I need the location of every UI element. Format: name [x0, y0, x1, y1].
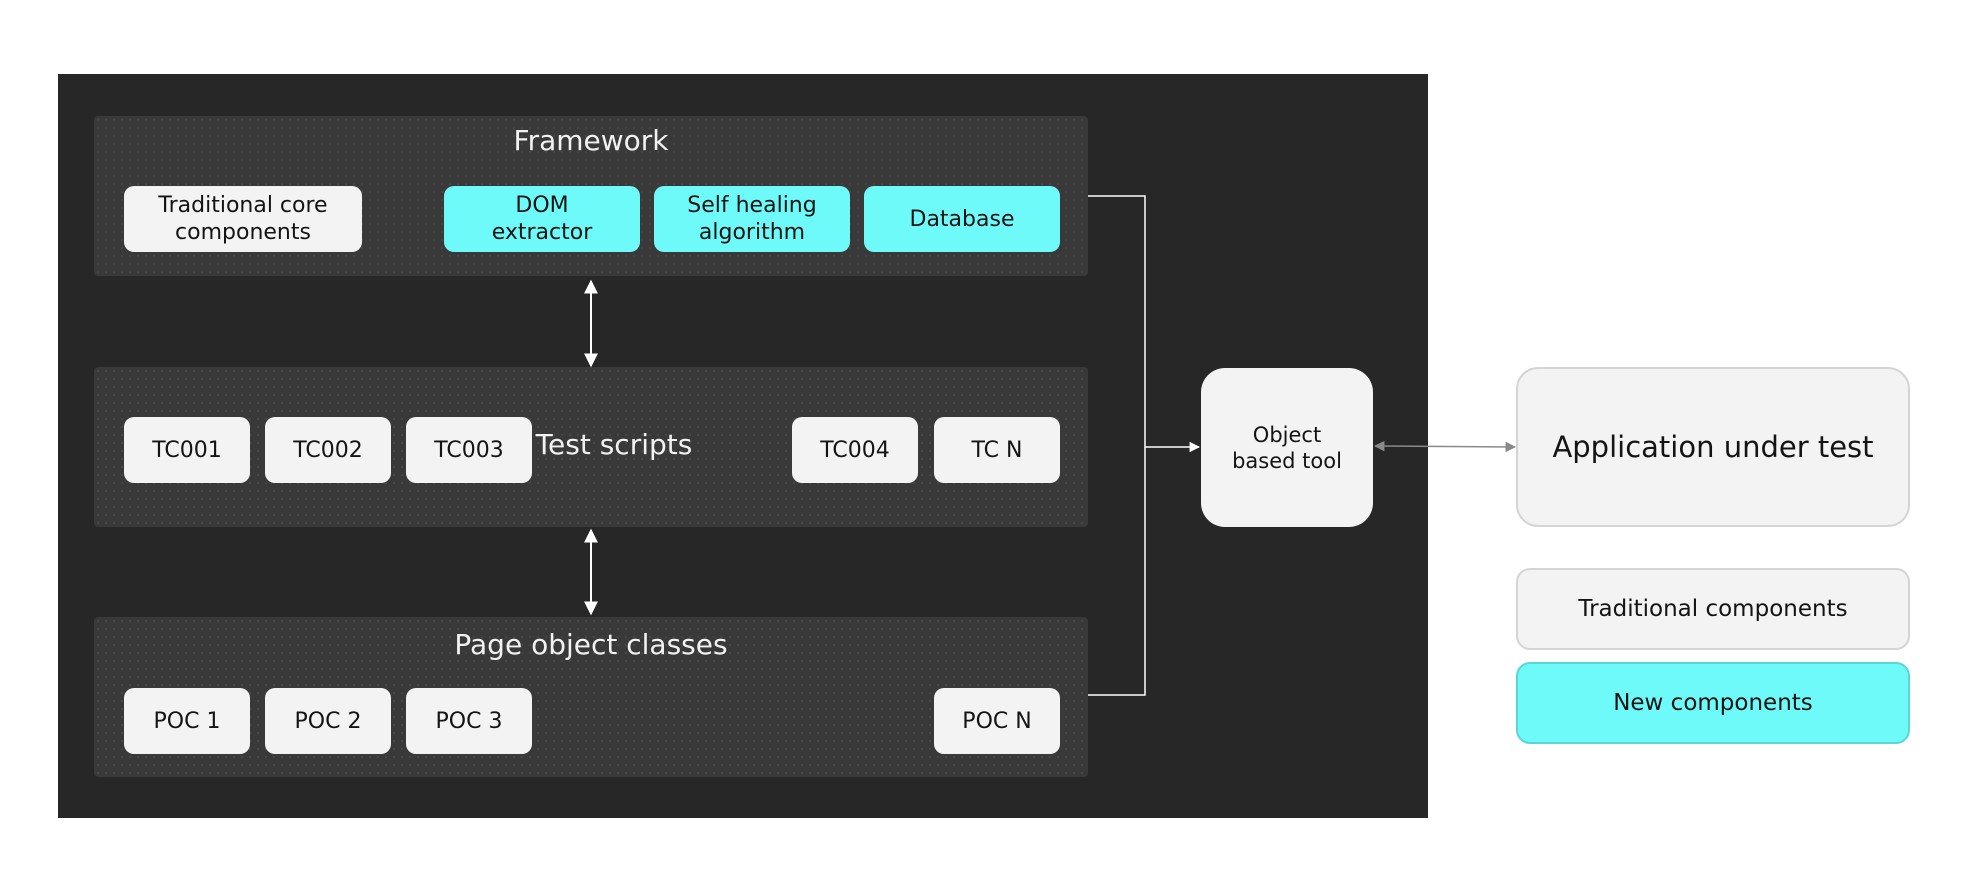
legend-new-components: New components	[1516, 662, 1910, 744]
test-case-label: TC002	[293, 437, 363, 463]
traditional-core-components-label: Traditional core components	[158, 193, 328, 245]
page-object-box: POC 3	[406, 688, 532, 754]
page-object-label: POC N	[962, 708, 1032, 734]
dom-extractor-label: DOM extractor	[491, 193, 593, 245]
application-under-test-label: Application under test	[1552, 430, 1874, 464]
traditional-core-components-box: Traditional core components	[124, 186, 362, 252]
page-object-label: POC 3	[435, 708, 503, 734]
test-case-label: TC003	[434, 437, 504, 463]
test-case-label: TC001	[152, 437, 222, 463]
test-case-label: TC N	[971, 437, 1023, 463]
test-scripts-title: Test scripts	[535, 428, 693, 461]
legend-new-label: New components	[1613, 690, 1813, 716]
page-object-box: POC 1	[124, 688, 250, 754]
object-based-tool-box: Object based tool	[1201, 368, 1373, 527]
test-case-box: TC003	[406, 417, 532, 483]
test-case-box: TC N	[934, 417, 1060, 483]
legend-traditional-components: Traditional components	[1516, 568, 1910, 650]
page-object-classes-panel: Page object classes POC 1 POC 2 POC 3 PO…	[94, 617, 1088, 777]
application-under-test-box: Application under test	[1516, 367, 1910, 527]
legend-traditional-label: Traditional components	[1578, 596, 1848, 622]
tool-application-arrow	[1373, 440, 1517, 453]
page-object-classes-title: Page object classes	[454, 628, 728, 661]
framework-title: Framework	[513, 124, 669, 157]
framework-bracket-line	[1088, 195, 1146, 696]
test-case-box: TC002	[265, 417, 391, 483]
self-healing-algorithm-label: Self healing algorithm	[687, 193, 817, 245]
test-scripts-panel: Test scripts TC001 TC002 TC003 TC004 TC …	[94, 367, 1088, 527]
framework-panel: Framework Traditional core components DO…	[94, 116, 1088, 276]
test-case-box: TC001	[124, 417, 250, 483]
page-object-box: POC N	[934, 688, 1060, 754]
test-case-box: TC004	[792, 417, 918, 483]
test-case-label: TC004	[820, 437, 890, 463]
page-object-box: POC 2	[265, 688, 391, 754]
dom-extractor-box: DOM extractor	[444, 186, 640, 252]
object-based-tool-label: Object based tool	[1232, 422, 1342, 473]
database-box: Database	[864, 186, 1060, 252]
database-label: Database	[909, 206, 1015, 232]
page-object-label: POC 2	[294, 708, 362, 734]
page-object-label: POC 1	[153, 708, 221, 734]
self-healing-algorithm-box: Self healing algorithm	[654, 186, 850, 252]
